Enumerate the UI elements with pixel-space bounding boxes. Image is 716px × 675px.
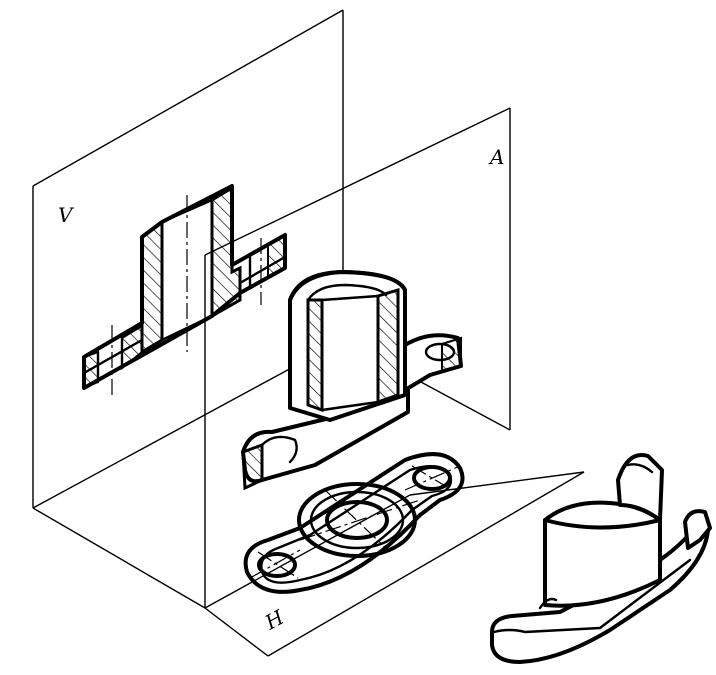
plane-a-label: A (488, 145, 504, 169)
h-hole-left (257, 552, 297, 578)
v-outline (82, 184, 287, 390)
top-view-on-h (243, 452, 465, 594)
v-left-wall-section (140, 219, 164, 355)
plane-v-label: V (58, 203, 75, 227)
h-bore (325, 500, 389, 540)
solid-right-lug (683, 509, 712, 550)
sectioned-solid-model (241, 270, 463, 491)
h-boss-outer (297, 482, 417, 558)
section-view-on-v (82, 184, 287, 398)
h-hole-right (412, 465, 452, 491)
horizontal-plane-h (32, 471, 585, 657)
full-solid-model (490, 453, 712, 664)
solid-base-plate (490, 518, 710, 664)
h-outer-outline (243, 452, 465, 594)
plane-h-label: H (260, 605, 288, 635)
